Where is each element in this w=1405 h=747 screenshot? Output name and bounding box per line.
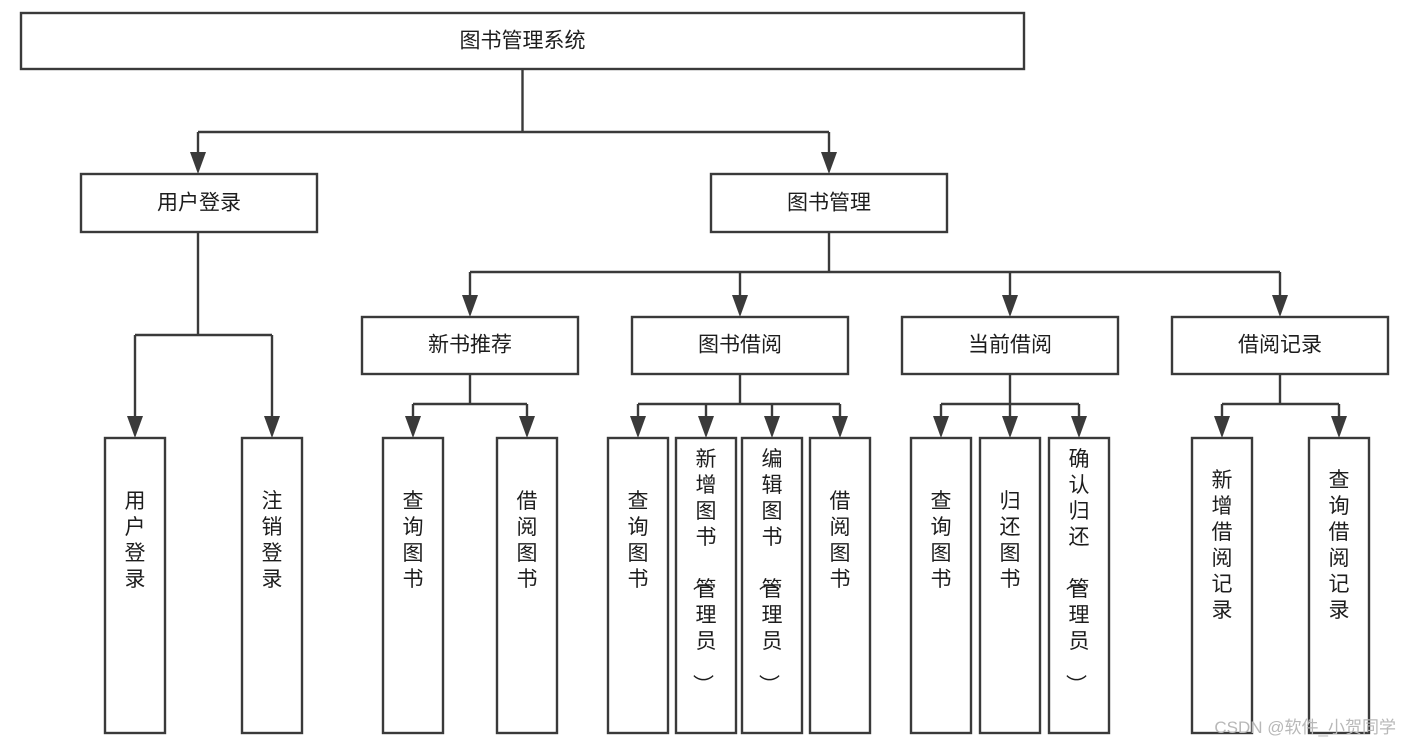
node-leaf-return-book-box[interactable] — [978, 436, 1042, 735]
node-user-login[interactable]: 用户登录 — [79, 172, 319, 234]
arrow-head-leaf-confirm-return — [1071, 416, 1087, 438]
node-leaf-borrow-book-1-box[interactable] — [495, 436, 559, 735]
node-leaf-query-book-2-label: 查询图书 — [628, 490, 649, 591]
node-borrow-record[interactable]: 借阅记录 — [1170, 315, 1390, 376]
node-leaf-add-book-box[interactable] — [674, 436, 738, 735]
node-leaf-return-book[interactable]: 归还图书 — [978, 436, 1042, 735]
node-leaf-query-record[interactable]: 查询借阅记录 — [1307, 436, 1371, 735]
connector-group-bookborrow — [630, 374, 848, 438]
node-leaf-query-record-label: 查询借阅记录 — [1329, 469, 1350, 622]
node-borrow-record-box[interactable] — [1170, 315, 1390, 376]
node-root-box[interactable] — [19, 11, 1026, 71]
node-leaf-borrow-book-1[interactable]: 借阅图书 — [495, 436, 559, 735]
node-book-borrow-box[interactable] — [630, 315, 850, 376]
node-leaf-confirm-return-box[interactable] — [1047, 436, 1111, 735]
node-leaf-borrow-book-2[interactable]: 借阅图书 — [808, 436, 872, 735]
node-leaf-query-record-box[interactable] — [1307, 436, 1371, 735]
csdn-watermark: CSDN @软件_小贺同学 — [1214, 718, 1396, 737]
node-leaf-user-login-box[interactable] — [103, 436, 167, 735]
node-leaf-confirm-return-label: 确认归还（管理员） — [1064, 448, 1090, 695]
node-leaf-confirm-return[interactable]: 确认归还（管理员） — [1047, 436, 1111, 735]
arrow-head-leaf-logout — [264, 416, 280, 438]
arrow-head-leaf-query-book-3 — [933, 416, 949, 438]
node-current-borrow-box[interactable] — [900, 315, 1120, 376]
connector-group-root — [190, 69, 837, 174]
node-book-borrow[interactable]: 图书借阅 — [630, 315, 850, 376]
node-borrow-record-label: 借阅记录 — [1238, 334, 1322, 357]
node-leaf-query-book-3[interactable]: 查询图书 — [909, 436, 973, 735]
connector-group-bookmanage — [462, 232, 1288, 317]
node-leaf-add-record[interactable]: 新增借阅记录 — [1190, 436, 1254, 735]
arrow-head-currentborrow — [1002, 295, 1018, 317]
arrow-head-leaf-borrow-book-1 — [519, 416, 535, 438]
node-book-manage[interactable]: 图书管理 — [709, 172, 949, 234]
node-new-book-rec[interactable]: 新书推荐 — [360, 315, 580, 376]
node-current-borrow[interactable]: 当前借阅 — [900, 315, 1120, 376]
node-book-manage-box[interactable] — [709, 172, 949, 234]
node-leaf-edit-book-label: 编辑图书（管理员） — [757, 448, 783, 695]
node-root[interactable]: 图书管理系统 — [19, 11, 1026, 71]
arrow-head-leaf-user-login — [127, 416, 143, 438]
arrow-head-newbook — [462, 295, 478, 317]
arrow-head-leaf-return-book — [1002, 416, 1018, 438]
node-leaf-user-login[interactable]: 用户登录 — [103, 436, 167, 735]
node-leaf-logout-label: 注销登录 — [262, 490, 283, 591]
node-leaf-user-login-label: 用户登录 — [125, 490, 146, 591]
arrow-head-userlogin — [190, 152, 206, 174]
node-leaf-borrow-book-2-box[interactable] — [808, 436, 872, 735]
node-book-borrow-label: 图书借阅 — [698, 334, 782, 357]
arrow-head-bookmanage — [821, 152, 837, 174]
connector-group-userlogin — [127, 232, 280, 438]
node-leaf-query-book-2-box[interactable] — [606, 436, 670, 735]
node-leaf-return-book-label: 归还图书 — [1000, 490, 1021, 591]
arrow-head-bookborrow — [732, 295, 748, 317]
node-new-book-rec-box[interactable] — [360, 315, 580, 376]
node-current-borrow-label: 当前借阅 — [968, 334, 1052, 357]
node-leaf-query-book-2[interactable]: 查询图书 — [606, 436, 670, 735]
node-leaf-add-book[interactable]: 新增图书（管理员） — [674, 436, 738, 735]
node-leaf-query-book-1-box[interactable] — [381, 436, 445, 735]
arrow-head-leaf-query-record — [1331, 416, 1347, 438]
node-user-login-label: 用户登录 — [157, 192, 241, 215]
connector-group-newbook — [405, 374, 535, 438]
node-new-book-rec-label: 新书推荐 — [428, 334, 512, 357]
node-book-manage-label: 图书管理 — [787, 192, 871, 215]
node-leaf-edit-book-box[interactable] — [740, 436, 804, 735]
connector-group-borrowrecord — [1214, 374, 1347, 438]
node-leaf-borrow-book-2-label: 借阅图书 — [830, 490, 851, 591]
node-leaf-edit-book[interactable]: 编辑图书（管理员） — [740, 436, 804, 735]
node-leaf-add-record-label: 新增借阅记录 — [1212, 469, 1233, 622]
arrow-head-leaf-borrow-book-2 — [832, 416, 848, 438]
node-leaf-add-record-box[interactable] — [1190, 436, 1254, 735]
arrow-head-leaf-edit-book — [764, 416, 780, 438]
node-leaf-logout-box[interactable] — [240, 436, 304, 735]
arrow-head-leaf-add-record — [1214, 416, 1230, 438]
node-leaf-borrow-book-1-label: 借阅图书 — [517, 490, 538, 591]
node-leaf-query-book-3-box[interactable] — [909, 436, 973, 735]
node-leaf-logout[interactable]: 注销登录 — [240, 436, 304, 735]
node-user-login-box[interactable] — [79, 172, 319, 234]
node-root-label: 图书管理系统 — [460, 30, 586, 53]
node-leaf-add-book-label: 新增图书（管理员） — [691, 448, 717, 695]
node-leaf-query-book-3-label: 查询图书 — [931, 490, 952, 591]
connector-group-currentborrow — [933, 374, 1087, 438]
arrow-head-borrowrecord — [1272, 295, 1288, 317]
arrow-head-leaf-query-book-1 — [405, 416, 421, 438]
arrow-head-leaf-add-book — [698, 416, 714, 438]
arrow-head-leaf-query-book-2 — [630, 416, 646, 438]
node-leaf-query-book-1[interactable]: 查询图书 — [381, 436, 445, 735]
node-leaf-query-book-1-label: 查询图书 — [403, 490, 424, 591]
